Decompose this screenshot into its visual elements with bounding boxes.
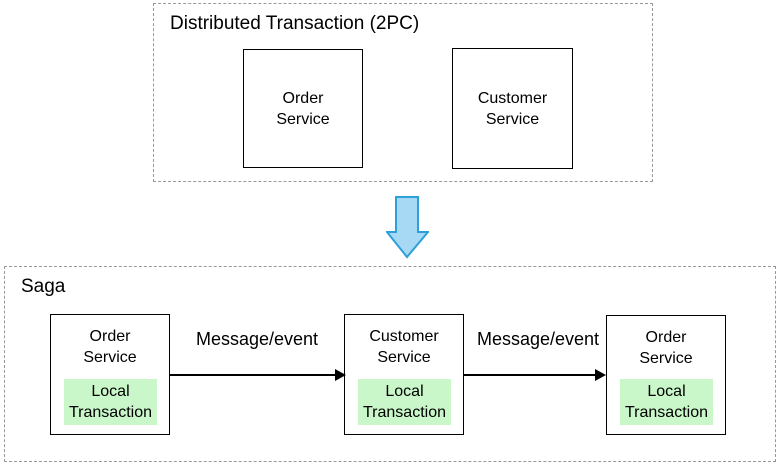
local-transaction-box: Local Transaction: [620, 379, 713, 425]
message-event-arrow-1: [170, 369, 346, 381]
node-label: Order Service: [83, 328, 137, 366]
node-label: Order Service: [639, 329, 693, 367]
node-label: Customer Service: [477, 89, 548, 128]
saga-group-title: Saga: [21, 276, 66, 297]
node-order-service-saga-1: Order Service Local Transaction: [50, 314, 170, 435]
two-pc-group-title: Distributed Transaction (2PC): [170, 13, 420, 34]
node-order-service-saga-2: Order Service Local Transaction: [606, 315, 726, 435]
node-customer-service-2pc: Customer Service: [452, 48, 573, 169]
message-event-label-2: Message/event: [476, 329, 600, 349]
node-label: Order Service: [276, 89, 330, 128]
node-order-service-2pc: Order Service: [243, 49, 363, 168]
node-label: Customer Service: [369, 328, 439, 366]
saga-group-container: Saga Order Service Local Transaction Cus…: [4, 266, 776, 462]
two-pc-group-container: Distributed Transaction (2PC) Order Serv…: [153, 3, 653, 182]
local-transaction-box: Local Transaction: [64, 379, 157, 425]
message-event-arrow-2: [464, 369, 606, 381]
down-arrow-icon: [386, 196, 429, 259]
message-event-label-1: Message/event: [195, 329, 319, 349]
node-customer-service-saga: Customer Service Local Transaction: [344, 314, 464, 435]
arrow-line: [464, 374, 595, 376]
arrow-head-icon: [335, 369, 346, 381]
local-transaction-box: Local Transaction: [358, 379, 451, 425]
arrow-head-icon: [595, 369, 606, 381]
arrow-line: [170, 374, 335, 376]
